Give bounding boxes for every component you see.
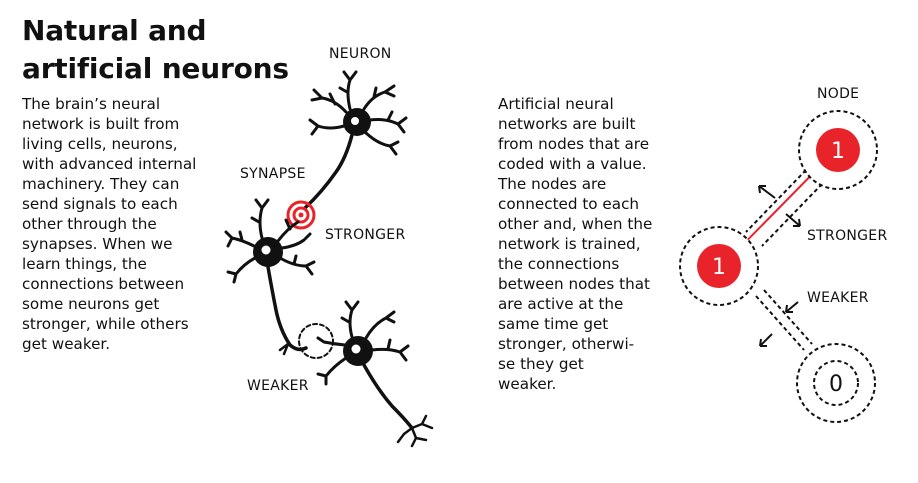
- natural-neurons-description: The brain’s neural network is built from…: [22, 94, 196, 354]
- weak-connection-edge: [763, 289, 813, 345]
- middle-node: 1: [679, 226, 759, 306]
- stronger-synapse-label: STRONGER: [325, 227, 406, 243]
- text-line: stronger, otherwi-: [498, 335, 635, 353]
- neuron-label: NEURON: [329, 46, 392, 62]
- weaker-synapse-label: WEAKER: [247, 378, 309, 394]
- text-line: send signals to each: [22, 195, 178, 213]
- text-line: same time get: [498, 315, 609, 333]
- strong-connection-edge: [761, 183, 823, 247]
- weaker-synapse-circle: [298, 323, 334, 359]
- stronger-connection-label: STRONGER: [807, 228, 888, 244]
- text-line: synapses. When we: [22, 235, 173, 253]
- page-title: Natural and artificial neurons: [22, 12, 289, 88]
- text-line: networks are built: [498, 115, 636, 133]
- text-line: The brain’s neural: [22, 95, 161, 113]
- text-line: the connections: [498, 255, 620, 273]
- text-line: between nodes that: [498, 275, 650, 293]
- bottom-neuron: [316, 300, 434, 448]
- text-line: are active at the: [498, 295, 624, 313]
- text-line: get weaker.: [22, 335, 111, 353]
- weak-connection-edge: [755, 295, 805, 351]
- text-line: learn things, the: [22, 255, 147, 273]
- strong-connection-edge: [745, 169, 807, 233]
- stronger-arrow-icon: [758, 185, 801, 227]
- synapse-target-icon: [286, 200, 316, 230]
- neuron-illustration: [224, 70, 434, 448]
- top-node: 1: [798, 110, 878, 190]
- text-line: coded with a value.: [498, 155, 647, 173]
- text-line: other and, when the: [498, 215, 653, 233]
- text-line: machinery. They can: [22, 175, 180, 193]
- text-line: other through the: [22, 215, 157, 233]
- text-line: connections between: [22, 275, 185, 293]
- text-line: network is trained,: [498, 235, 641, 253]
- text-line: weaker.: [498, 375, 557, 393]
- text-line: Artificial neural: [498, 95, 614, 113]
- text-line: some neurons get: [22, 295, 160, 313]
- synapse-label: SYNAPSE: [240, 166, 306, 182]
- weaker-arrow-icon: [759, 301, 799, 347]
- weaker-connection-label: WEAKER: [807, 290, 869, 306]
- text-line: se they get: [498, 355, 584, 373]
- node-illustration: 1 1 0: [679, 110, 878, 423]
- bottom-node: 0: [796, 343, 876, 423]
- text-line: connected to each: [498, 195, 640, 213]
- text-line: with advanced internal: [22, 155, 197, 173]
- node-label: NODE: [817, 86, 860, 102]
- title-line-1: Natural and: [22, 14, 207, 47]
- top-neuron: [303, 70, 408, 210]
- middle-node-value: 1: [712, 255, 726, 280]
- artificial-networks-description: Artificial neural networks are built fro…: [498, 94, 652, 394]
- bottom-node-value: 0: [829, 372, 843, 397]
- text-line: network is built from: [22, 115, 180, 133]
- text-line: The nodes are: [498, 175, 607, 193]
- top-node-value: 1: [831, 139, 845, 164]
- text-line: living cells, neurons,: [22, 135, 178, 153]
- title-line-2: artificial neurons: [22, 52, 289, 85]
- text-line: from nodes that are: [498, 135, 650, 153]
- middle-neuron: [224, 198, 316, 356]
- text-line: stronger, while others: [22, 315, 189, 333]
